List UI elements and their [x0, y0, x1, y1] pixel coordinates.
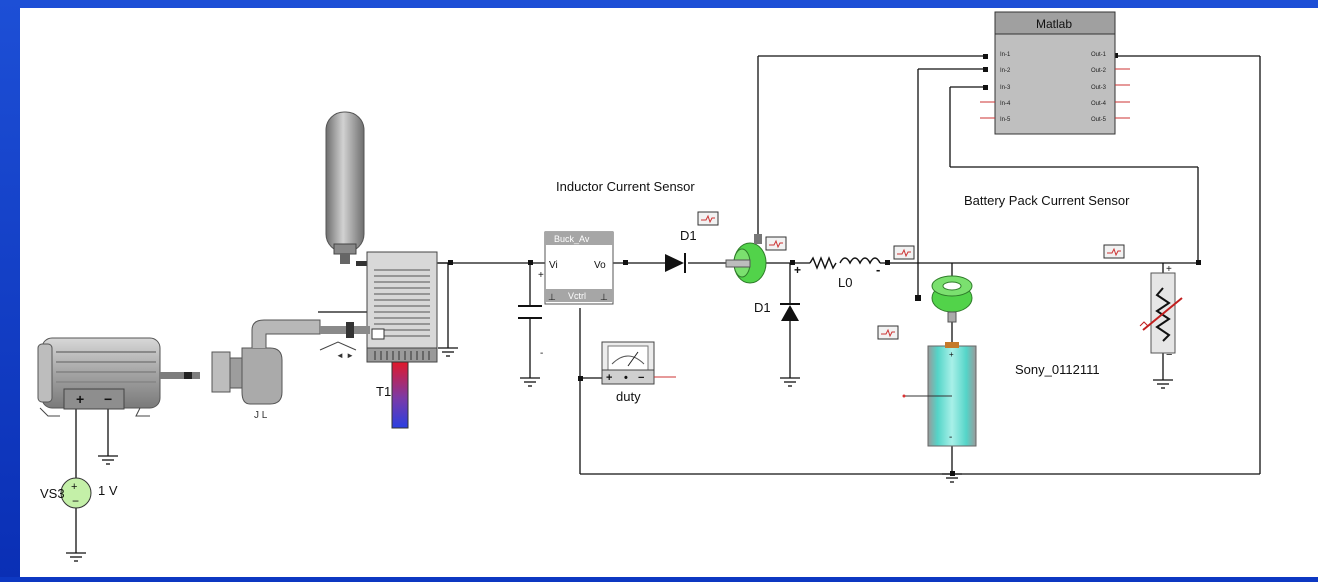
battery-current-sensor[interactable]: Battery Pack Current Sensor — [931, 193, 1130, 323]
battery-plus: + — [949, 350, 954, 359]
source-name-label: VS3 — [40, 486, 65, 501]
electric-motor[interactable]: + − — [37, 337, 200, 417]
matlab-output-ports: Out-1 Out-2 Out-3 Out-4 Out-5 — [1091, 52, 1107, 123]
ground-icon — [1153, 379, 1173, 389]
meter-minus: − — [638, 372, 644, 384]
scope-icon[interactable] — [697, 211, 719, 226]
matlab-in-2: In-2 — [1000, 68, 1011, 74]
motor-minus-sign: − — [104, 391, 112, 407]
matlab-in-4: In-4 — [1000, 101, 1011, 107]
source-value-label: 1 V — [98, 483, 118, 498]
hydrogen-tank[interactable] — [325, 111, 368, 266]
diode-d1-bottom-label: D1 — [754, 300, 771, 315]
battery-sensor-label: Battery Pack Current Sensor — [964, 193, 1130, 208]
matlab-out-4: Out-4 — [1091, 101, 1107, 107]
matlab-title: Matlab — [1036, 17, 1072, 31]
matlab-out-1: Out-1 — [1091, 52, 1107, 58]
inductor-current-sensor[interactable]: Inductor Current Sensor — [556, 179, 767, 284]
scope-icon[interactable] — [893, 245, 915, 260]
scope-probes — [697, 211, 1125, 340]
ground-icon — [520, 377, 540, 387]
ground-icon — [98, 455, 118, 465]
buck-title: Buck_Av — [554, 234, 590, 244]
variable-resistor-load[interactable]: + − — [1139, 264, 1183, 361]
inductor-minus: - — [876, 262, 880, 277]
duty-label: duty — [616, 389, 641, 404]
input-capacitor[interactable]: + - — [518, 270, 544, 359]
matlab-in-3: In-3 — [1000, 85, 1011, 91]
transformer-label: T1 — [376, 384, 391, 399]
ground-symbols — [66, 347, 1173, 562]
motor-plus-sign: + — [76, 391, 84, 407]
scope-icon[interactable] — [1103, 244, 1125, 259]
inductor-label: L0 — [838, 275, 852, 290]
schematic-canvas: + − J L ◄ ► — [20, 8, 1318, 577]
matlab-out-5: Out-5 — [1091, 117, 1107, 123]
circuit-diagram: + − J L ◄ ► — [37, 11, 1261, 562]
battery-name-label: Sony_0112111 — [1015, 362, 1100, 377]
scope-icon[interactable] — [877, 325, 899, 340]
compressor[interactable]: J L — [211, 319, 321, 421]
meter-dot: • — [624, 372, 628, 384]
inductor-plus: + — [794, 263, 801, 277]
buck-vi-label: Vi — [549, 260, 558, 271]
capacitor-plus: + — [538, 270, 544, 281]
diode-d1-series[interactable]: D1 — [665, 228, 697, 273]
fuel-cell-stack[interactable]: ◄ ► — [319, 251, 438, 363]
buck-ground-right: ⊥ — [600, 292, 608, 302]
buck-ground-left: ⊥ — [548, 292, 556, 302]
voltage-source-vs3[interactable]: + − VS3 1 V — [40, 477, 118, 509]
capacitor-minus: - — [540, 348, 543, 359]
matlab-block[interactable]: Matlab In-1 In-2 In-3 In-4 In-5 Out-1 Ou… — [980, 11, 1130, 135]
matlab-in-1: In-1 — [1000, 52, 1011, 58]
meter-plus: + — [606, 372, 612, 384]
battery-minus: - — [949, 432, 952, 443]
inductor-sensor-label: Inductor Current Sensor — [556, 179, 695, 194]
ground-icon — [438, 347, 458, 357]
ground-icon — [780, 377, 800, 387]
buck-vo-label: Vo — [594, 260, 606, 271]
load-plus: + — [1166, 264, 1172, 275]
source-minus: − — [72, 494, 79, 508]
matlab-out-3: Out-3 — [1091, 85, 1107, 91]
compressor-ports: J L — [254, 410, 268, 421]
inductor-l0[interactable]: L0 + - — [794, 256, 888, 290]
heater-t1[interactable]: T1 — [376, 361, 409, 429]
battery-pack[interactable]: + - Sony_0112111 — [902, 342, 1100, 447]
diode-d1-top-label: D1 — [680, 228, 697, 243]
duty-meter[interactable]: + • − duty — [601, 341, 676, 404]
source-plus: + — [71, 481, 77, 493]
buck-vctrl-label: Vctrl — [568, 291, 586, 301]
matlab-in-5: In-5 — [1000, 117, 1011, 123]
diode-d1-freewheel[interactable]: D1 — [754, 300, 800, 321]
ground-icon — [66, 552, 86, 562]
scope-icon[interactable] — [765, 236, 787, 251]
matlab-out-2: Out-2 — [1091, 68, 1107, 74]
fuel-cell-valve-arrows: ◄ ► — [336, 351, 354, 360]
load-minus: − — [1166, 349, 1172, 361]
buck-converter[interactable]: Buck_Av Vi Vo Vctrl ⊥ ⊥ — [544, 231, 614, 305]
ground-icon — [942, 473, 962, 483]
matlab-input-ports: In-1 In-2 In-3 In-4 In-5 — [1000, 52, 1011, 123]
